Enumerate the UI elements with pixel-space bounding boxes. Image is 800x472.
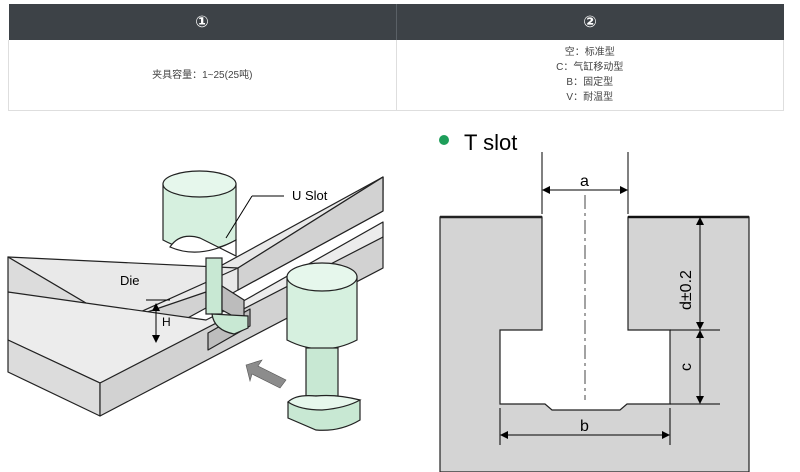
options-cell: 空：标准型 C：气缸移动型 B：固定型 V：耐温型 — [395, 40, 784, 111]
loose-clamp — [286, 262, 362, 431]
title-bullet — [439, 135, 449, 145]
die-label: Die — [120, 273, 140, 288]
loose-clamp-top — [286, 262, 358, 292]
dim-b: b — [499, 408, 671, 445]
dim-b-label: b — [580, 418, 589, 435]
dim-a: a — [541, 152, 629, 214]
mounted-clamp — [162, 170, 249, 335]
h-label: H — [162, 315, 171, 329]
die-plate-right-side — [237, 176, 384, 291]
dim-d-label: d±0.2 — [678, 270, 695, 310]
mounted-clamp-notch — [169, 235, 237, 257]
mounted-clamp-top — [162, 170, 237, 198]
mounted-clamp-foot — [211, 313, 249, 335]
dim-a-label: a — [580, 173, 589, 190]
insert-arrow — [245, 359, 287, 389]
loose-clamp-foot-top — [287, 394, 362, 411]
dim-c-label: c — [678, 363, 695, 371]
u-slot-label: U Slot — [292, 188, 328, 203]
spec-table: ① ② 夹具容量：1~25(25吨) 空：标准型 C：气缸移动型 B：固定型 V… — [8, 4, 784, 111]
option-cylinder: C：气缸移动型 — [556, 62, 624, 73]
u-slot-leader-2 — [225, 195, 253, 239]
option-standard: 空：标准型 — [564, 47, 615, 58]
table-header-2: ② — [395, 4, 784, 40]
t-slot-title: T slot — [464, 130, 517, 155]
table-header-1: ① — [8, 4, 396, 40]
t-slot-section — [439, 195, 750, 472]
t-slot-block — [439, 216, 750, 472]
loose-clamp-stem — [305, 347, 339, 397]
option-heat: V：耐温型 — [566, 92, 614, 103]
dim-dc: d±0.2 c — [628, 216, 720, 405]
option-fixed: B：固定型 — [566, 77, 614, 88]
mounted-clamp-stem — [205, 257, 223, 315]
capacity-cell: 夹具容量：1~25(25吨) — [8, 40, 396, 111]
